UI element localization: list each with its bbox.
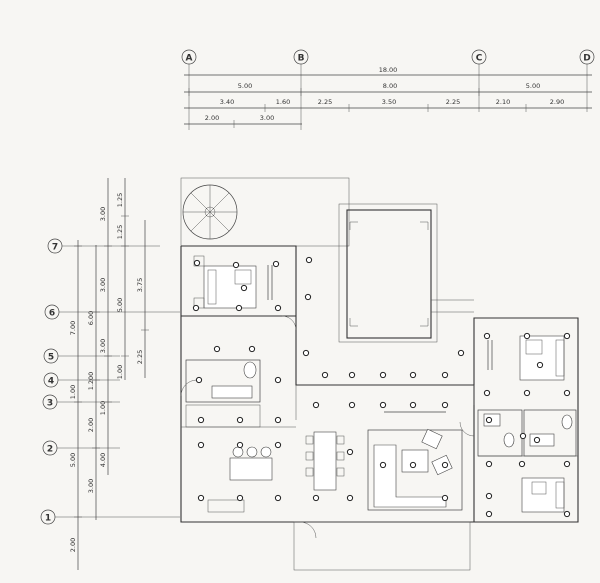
axis-bubble-5: 5	[43, 348, 59, 364]
dim-seg-2: 1.60	[276, 98, 290, 106]
dining-table	[305, 431, 345, 491]
bath-right	[477, 409, 577, 457]
svg-text:2: 2	[47, 445, 53, 455]
dim-left-125a: 1.25	[116, 193, 124, 207]
spiral-staircase	[182, 184, 238, 240]
bedroom-1	[193, 255, 273, 309]
axis-bubble-3: 3	[42, 394, 58, 410]
ceiling-lights	[192, 256, 571, 518]
dim-left-5b: 5.00	[116, 298, 124, 312]
entry-terrace	[293, 521, 471, 571]
top-dimension-chain: A B C D 18.00 5.00 8.00 5.00	[181, 49, 595, 130]
dim-seg-4: 3.50	[382, 98, 396, 106]
dim-total-width: 18.00	[379, 66, 398, 74]
dim-left-5: 5.00	[69, 453, 77, 467]
axis-bubble-4: 4	[43, 372, 59, 388]
svg-text:5: 5	[48, 353, 54, 363]
dim-left-3b: 3.00	[87, 479, 95, 493]
axis-bubble-d: D	[579, 49, 595, 65]
dim-left-4: 4.00	[99, 453, 107, 467]
svg-text:1: 1	[45, 514, 51, 524]
dim-left-3a: 3.00	[99, 207, 107, 221]
axis-bubble-a: A	[181, 49, 197, 65]
dim-seg-7: 2.90	[550, 98, 564, 106]
svg-text:6: 6	[49, 309, 55, 319]
dim-left-3d: 3.00	[99, 339, 107, 353]
bedroom-3	[521, 477, 565, 513]
dim-left-375: 3.75	[136, 278, 144, 292]
dim-left-1200: 1.200	[87, 372, 95, 391]
svg-text:A: A	[186, 54, 193, 64]
svg-text:4: 4	[48, 377, 54, 387]
exterior-wall	[180, 246, 579, 523]
axis-bubble-6: 6	[44, 304, 60, 320]
dim-left-2b: 2.00	[87, 418, 95, 432]
axis-bubble-c: C	[471, 49, 487, 65]
dim-span-ab: 5.00	[238, 82, 252, 90]
dim-left-225: 2.25	[136, 350, 144, 364]
courtyard-pool	[346, 209, 432, 339]
dim-left-6: 6.00	[87, 311, 95, 325]
dim-left-1b: 1.00	[116, 365, 124, 379]
dim-seg-5: 2.25	[446, 98, 460, 106]
left-dimension-chain: 7 6 5 4 3 2 1	[40, 178, 180, 570]
dim-sub-1: 2.00	[205, 114, 219, 122]
kitchen	[207, 446, 273, 513]
dim-left-1c: 1.00	[99, 401, 107, 415]
dim-seg-6: 2.10	[496, 98, 510, 106]
bath-left	[185, 359, 261, 428]
svg-text:D: D	[583, 54, 590, 64]
dim-span-bc: 8.00	[383, 82, 397, 90]
dim-span-cd: 5.00	[526, 82, 540, 90]
axis-bubble-2: 2	[42, 440, 58, 456]
living-room	[367, 411, 463, 511]
axis-bubble-b: B	[293, 49, 309, 65]
dim-left-125b: 1.25	[116, 225, 124, 239]
axis-bubble-1: 1	[40, 509, 56, 525]
plan-body	[180, 177, 579, 571]
dim-left-1a: 1.00	[69, 385, 77, 399]
svg-text:7: 7	[52, 243, 58, 253]
svg-text:B: B	[298, 54, 305, 64]
svg-text:3: 3	[47, 399, 53, 409]
dim-seg-1: 3.40	[220, 98, 234, 106]
dim-seg-3: 2.25	[318, 98, 332, 106]
dim-left-7: 7.00	[69, 321, 77, 335]
dim-left-2: 2.00	[69, 538, 77, 552]
dim-sub-2: 3.00	[260, 114, 274, 122]
axis-bubble-7: 7	[47, 238, 63, 254]
svg-text:C: C	[476, 54, 483, 64]
bedroom-2	[487, 335, 565, 381]
dim-left-3c: 3.00	[99, 278, 107, 292]
